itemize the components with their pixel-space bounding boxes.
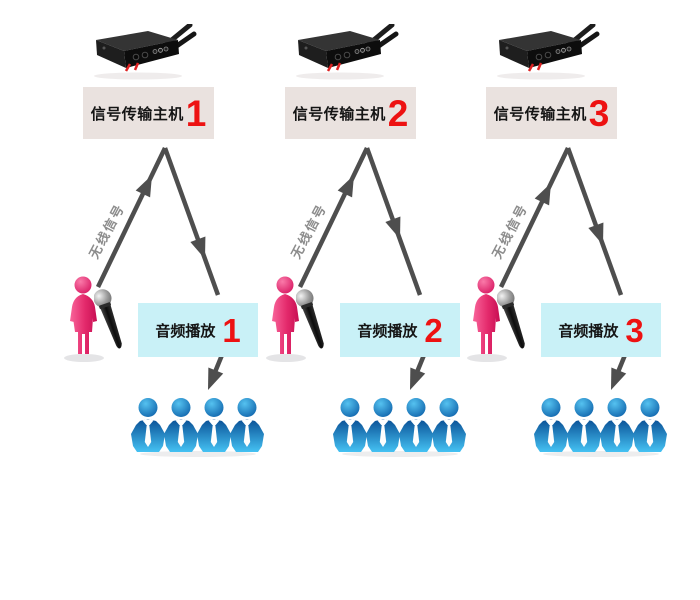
transmitter-device-icon: [86, 24, 198, 82]
transmitter-device-icon: [489, 24, 601, 82]
audio-label: 音频播放: [558, 322, 619, 340]
microphone-icon: [497, 286, 537, 354]
microphone-icon: [296, 286, 336, 354]
audio-box: 音频播放 2: [340, 303, 460, 357]
audio-label: 音频播放: [155, 322, 216, 340]
host-number: 2: [387, 92, 409, 134]
signal-arrows: [95, 147, 225, 393]
host-label: 信号传输主机: [90, 105, 184, 123]
wireless-signal-arrow-up: [498, 147, 571, 288]
wireless-signal-arrow-down: [565, 147, 624, 296]
audio-box: 音频播放 1: [138, 303, 258, 357]
signal-arrows: [297, 147, 427, 393]
signal-arrows: [498, 147, 628, 393]
audio-number: 2: [424, 311, 443, 349]
host-number: 1: [185, 92, 207, 134]
microphone-icon: [94, 286, 134, 354]
audio-number: 3: [625, 311, 644, 349]
host-label: 信号传输主机: [292, 105, 386, 123]
host-number: 3: [588, 92, 610, 134]
audience-group-icon: [534, 398, 667, 457]
wireless-signal-arrow-up: [297, 147, 370, 288]
audio-box: 音频播放 3: [541, 303, 661, 357]
audio-label: 音频播放: [357, 322, 418, 340]
audience-group-icon: [333, 398, 466, 457]
wireless-signal-arrow-down: [162, 147, 221, 296]
audience-group-icon: [131, 398, 264, 457]
transmitter-device-icon: [288, 24, 400, 82]
wireless-signal-arrow-up: [95, 147, 168, 288]
audio-number: 1: [222, 311, 241, 349]
host-label: 信号传输主机: [493, 105, 587, 123]
